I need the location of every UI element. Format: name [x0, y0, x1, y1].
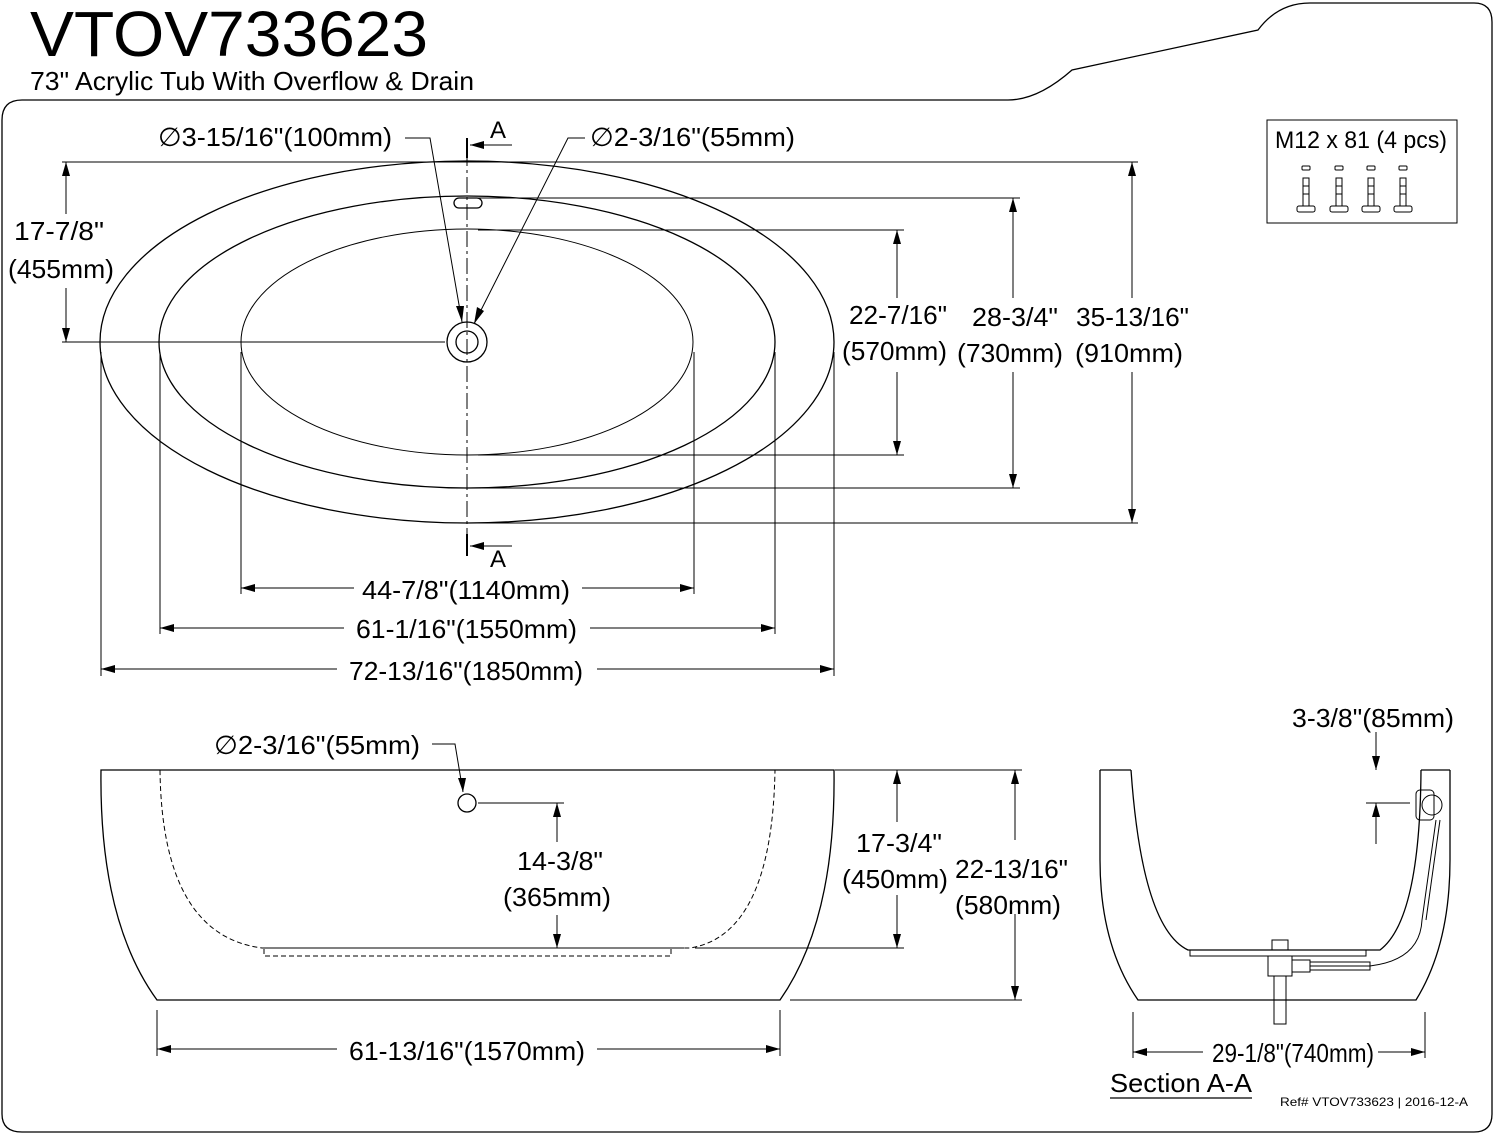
tub-interior-hidden — [159, 769, 776, 949]
model-title: VTOV733623 — [30, 0, 428, 70]
overflow-hole — [457, 793, 477, 813]
drain-assembly — [1267, 789, 1443, 1025]
hardware-label: M12 x 81 (4 pcs) — [1275, 127, 1447, 154]
overflow-diameter-label: ∅2-3/16"(55mm) — [590, 122, 795, 152]
section-rim-dim: 3-3/8"(85mm) — [1292, 703, 1454, 733]
overall-length-label: 72-13/16"(1850mm) — [349, 656, 583, 686]
tub-side-outline — [100, 769, 835, 1001]
rim-inner-width-mm: (730mm) — [957, 338, 1063, 368]
overall-width-in: 35-13/16" — [1076, 302, 1189, 332]
inner-width-in: 22-7/16" — [849, 300, 947, 330]
drain-diameter-label: ∅3-15/16"(100mm) — [158, 122, 392, 152]
bottom-length-label: 61-13/16"(1570mm) — [349, 1036, 585, 1066]
leveling-feet-icons — [1296, 165, 1413, 213]
overflow-height-in: 14-3/8" — [517, 846, 603, 876]
leveling-foot-icon — [1393, 165, 1413, 213]
leveling-foot-icon — [1361, 165, 1381, 213]
rim-inner-width-in: 28-3/4" — [972, 302, 1058, 332]
leveling-foot-icon — [1329, 165, 1349, 213]
drain-offset-in: 17-7/8" — [14, 216, 104, 246]
section-outer-wall — [1099, 770, 1451, 1001]
water-depth-mm: (450mm) — [842, 864, 948, 894]
leveling-foot-icon — [1296, 165, 1316, 213]
side-overflow-diameter-label: ∅2-3/16"(55mm) — [214, 730, 420, 760]
rim-inner-length-label: 61-1/16"(1550mm) — [356, 614, 577, 644]
overall-height-mm: (580mm) — [955, 890, 1061, 920]
reference-number: Ref# VTOV733623 | 2016-12-A — [1280, 1095, 1468, 1109]
product-description: 73" Acrylic Tub With Overflow & Drain — [30, 66, 474, 96]
inner-width-mm: (570mm) — [842, 336, 947, 366]
drain-offset-mm: (455mm) — [8, 254, 114, 284]
section-view: 3-3/8"(85mm) 29-1/8"(740mm) Section A-A — [1099, 703, 1454, 1099]
overall-height-in: 22-13/16" — [955, 854, 1068, 884]
section-width-dim: 29-1/8"(740mm) — [1212, 1038, 1374, 1068]
hardware-box: M12 x 81 (4 pcs) — [1266, 119, 1458, 224]
section-marker-bottom: A — [490, 546, 506, 573]
water-depth-in: 17-3/4" — [856, 828, 942, 858]
top-view: A A ∅3-15/16"(100mm) ∅2-3/16"(55mm) 17-7… — [8, 117, 1189, 686]
overflow-slot — [453, 197, 483, 209]
side-view: ∅2-3/16"(55mm) 14-3/8" (365mm) 17-3/4" (… — [100, 730, 1068, 1066]
overall-width-mm: (910mm) — [1075, 338, 1183, 368]
section-marker-top: A — [490, 117, 506, 144]
section-title: Section A-A — [1110, 1068, 1253, 1098]
section-inner-wall — [1130, 769, 1422, 951]
inner-length-label: 44-7/8"(1140mm) — [362, 575, 570, 605]
section-floor-hatch — [1189, 949, 1367, 957]
overflow-height-mm: (365mm) — [503, 882, 611, 912]
